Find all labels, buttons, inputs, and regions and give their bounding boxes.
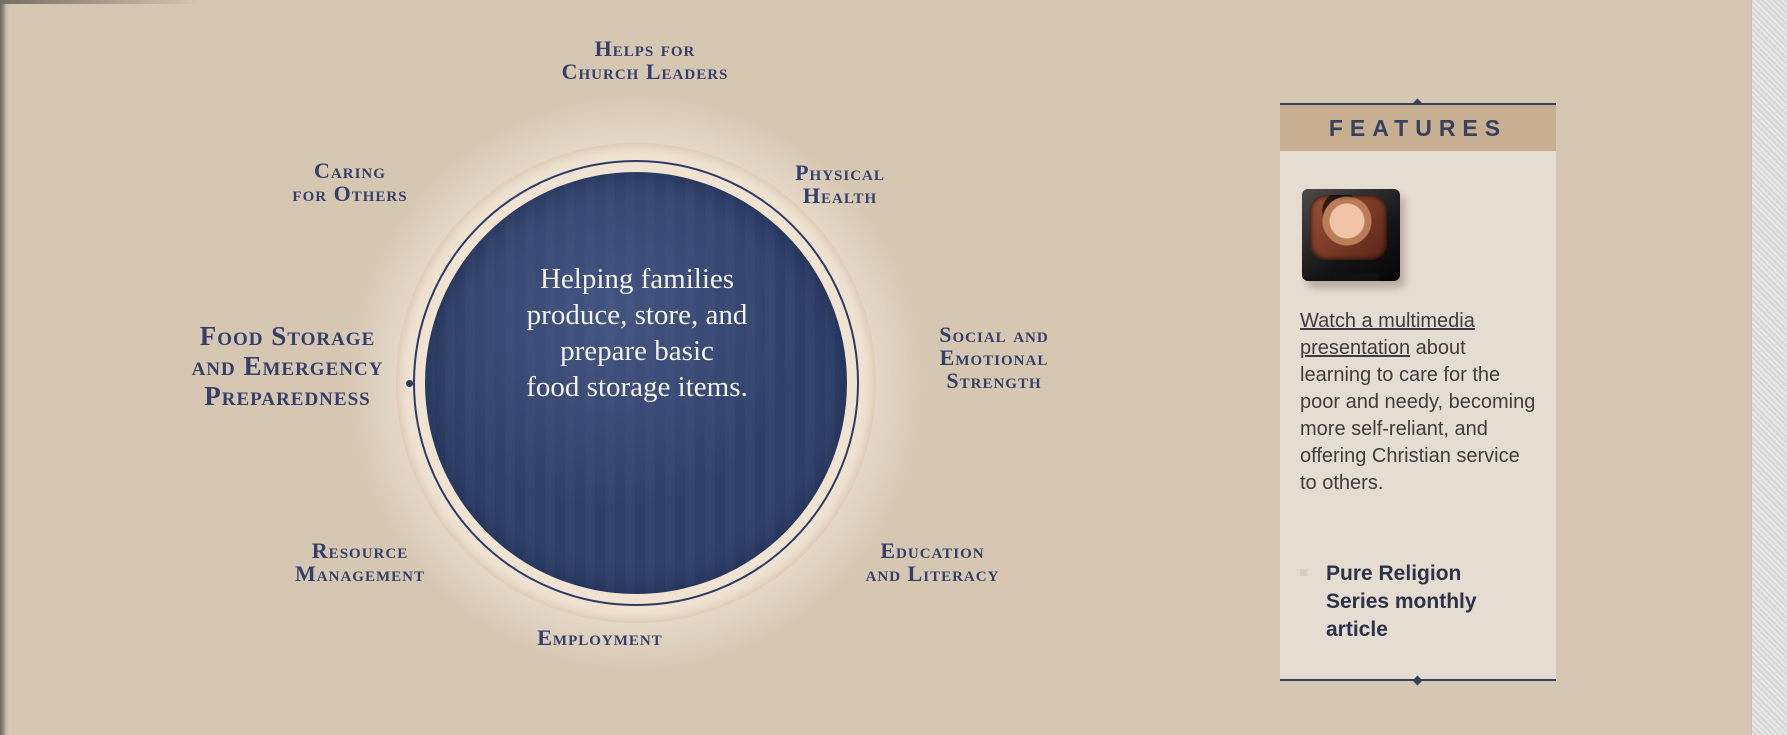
features-panel: FEATURES Watch a multimedia presentation… bbox=[1280, 98, 1556, 686]
link-caring-for-others[interactable]: Caring for Others bbox=[292, 158, 408, 206]
link-social-emotional-strength[interactable]: Social and Emotional Strength bbox=[939, 322, 1049, 393]
center-blue-disc bbox=[425, 172, 847, 594]
window-left-border bbox=[0, 0, 9, 735]
pure-religion-article-link[interactable]: Pure Religion Series monthly article bbox=[1326, 562, 1477, 641]
tv-icon[interactable] bbox=[1302, 185, 1406, 285]
video-thumbnail bbox=[1310, 195, 1387, 260]
self-reliance-diagram: Helping families produce, store, and pre… bbox=[140, 35, 1048, 683]
features-heading: FEATURES bbox=[1280, 105, 1556, 151]
diagram-inner-outline bbox=[413, 160, 859, 606]
vertical-scrollbar[interactable] bbox=[1751, 0, 1787, 735]
tv-stand bbox=[1329, 273, 1379, 281]
square-bullet-icon bbox=[1300, 569, 1307, 576]
link-physical-health[interactable]: Physical Health bbox=[795, 160, 885, 208]
link-resource-management[interactable]: Resource Management bbox=[295, 538, 425, 586]
features-description: Watch a multimedia presentation about le… bbox=[1300, 308, 1536, 497]
multimedia-presentation-link[interactable]: Watch a multimedia presentation bbox=[1300, 310, 1475, 359]
link-helps-for-church-leaders[interactable]: Helps for Church Leaders bbox=[561, 36, 729, 84]
selected-marker-dot bbox=[406, 380, 413, 387]
multimedia-description: about learning to care for the poor and … bbox=[1300, 337, 1536, 494]
bottom-diamond-ornament bbox=[1412, 675, 1423, 686]
window-top-strip bbox=[0, 0, 200, 4]
food-storage-description: Helping families produce, store, and pre… bbox=[526, 263, 748, 403]
link-education-literacy[interactable]: Education and Literacy bbox=[865, 538, 1000, 586]
link-employment[interactable]: Employment bbox=[537, 625, 663, 650]
link-food-storage-emergency-preparedness[interactable]: Food Storage and Emergency Preparedness bbox=[191, 321, 384, 411]
